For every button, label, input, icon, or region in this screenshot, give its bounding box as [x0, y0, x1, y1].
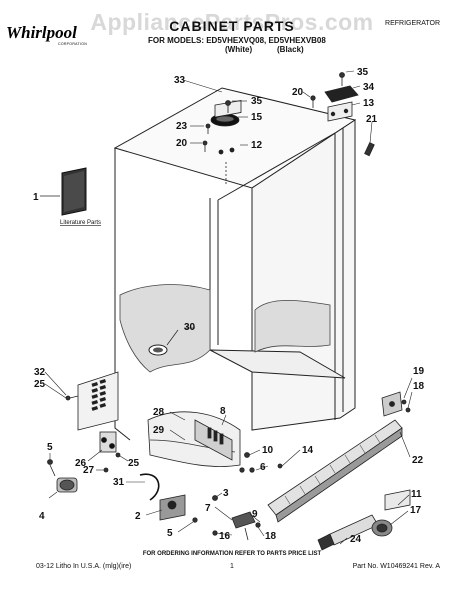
- callout-23: 23: [176, 121, 188, 132]
- callout-15: 15: [251, 112, 263, 123]
- side-grille-parts: [65, 371, 119, 431]
- callout-32: 32: [34, 367, 46, 378]
- callout-14: 14: [302, 445, 314, 456]
- callout-17: 17: [410, 505, 422, 516]
- cabinet-cutaway-right: [254, 299, 331, 353]
- callout-2: 2: [135, 511, 141, 522]
- callout-20b: 20: [292, 87, 304, 98]
- right-top-hinge-parts: [310, 72, 375, 157]
- rear-roller-parts: [317, 489, 411, 551]
- callout-3: 3: [223, 488, 229, 499]
- color-white: (White): [225, 45, 252, 54]
- callout-20: 20: [176, 138, 188, 149]
- callout-18b: 18: [265, 531, 277, 542]
- page-number: 1: [230, 563, 234, 570]
- callout-29: 29: [153, 425, 165, 436]
- cabinet-cutaway: [119, 284, 211, 373]
- callout-16: 16: [219, 531, 231, 542]
- literature-label: Literature Parts: [60, 220, 101, 226]
- callout-9: 9: [252, 509, 258, 520]
- lower-hinge-parts: [147, 411, 261, 541]
- callout-8: 8: [220, 406, 226, 417]
- callout-6: 6: [260, 462, 266, 473]
- callout-25b: 25: [128, 458, 140, 469]
- cabinet-body: [113, 87, 357, 441]
- part-number: Part No. W10469241 Rev. A: [353, 563, 441, 570]
- callout-5b: 5: [167, 528, 173, 539]
- callout-33: 33: [174, 75, 186, 86]
- brand-sub: CORPORATION: [58, 42, 87, 46]
- callout-35b: 35: [357, 67, 369, 78]
- callout-28: 28: [153, 407, 165, 418]
- callout-5: 5: [47, 442, 53, 453]
- callout-24: 24: [350, 534, 362, 545]
- order-note: FOR ORDERING INFORMATION REFER TO PARTS …: [143, 551, 322, 557]
- callout-4: 4: [39, 511, 45, 522]
- callout-19: 19: [413, 366, 425, 377]
- models-line: FOR MODELS: ED5VHEXVQ08, ED5VHEXVB08: [148, 36, 326, 45]
- callout-22: 22: [412, 455, 424, 466]
- brand-name: Whirlpool: [6, 23, 77, 42]
- callout-31: 31: [113, 477, 125, 488]
- leader-lines: [44, 70, 413, 545]
- callout-11: 11: [411, 489, 422, 500]
- callout-13: 13: [363, 98, 375, 109]
- callout-1: 1: [33, 192, 39, 203]
- left-roller-parts: [47, 431, 160, 501]
- callout-34: 34: [363, 82, 375, 93]
- toe-grille-part: [267, 419, 403, 523]
- callout-21: 21: [366, 114, 378, 125]
- watermark-text: AppliancePartsPros.com: [90, 9, 373, 35]
- callout-numbers: 33 35 15 23 20 12 20 35 34 13 21 1 30 32…: [33, 67, 425, 545]
- whirlpool-logo: Whirlpool CORPORATION: [6, 23, 87, 46]
- litho-note: 03-12 Litho In U.S.A. (mlg)(ire): [36, 563, 131, 570]
- literature-parts-icon: [40, 167, 87, 216]
- right-bracket-parts: [381, 391, 411, 417]
- callout-25: 25: [34, 379, 46, 390]
- callout-10: 10: [262, 445, 274, 456]
- color-black: (Black): [277, 45, 304, 54]
- drain-cup-part: [148, 329, 179, 356]
- appliance-type: REFRIGERATOR: [385, 20, 440, 27]
- callout-18: 18: [413, 381, 425, 392]
- callout-26: 26: [75, 458, 87, 469]
- callout-30: 30: [184, 322, 196, 333]
- callout-35: 35: [251, 96, 263, 107]
- center-hinge-parts: [202, 100, 242, 185]
- callout-27: 27: [83, 465, 95, 476]
- callout-7: 7: [205, 503, 211, 514]
- page-title: CABINET PARTS: [169, 18, 295, 34]
- callout-12: 12: [251, 140, 263, 151]
